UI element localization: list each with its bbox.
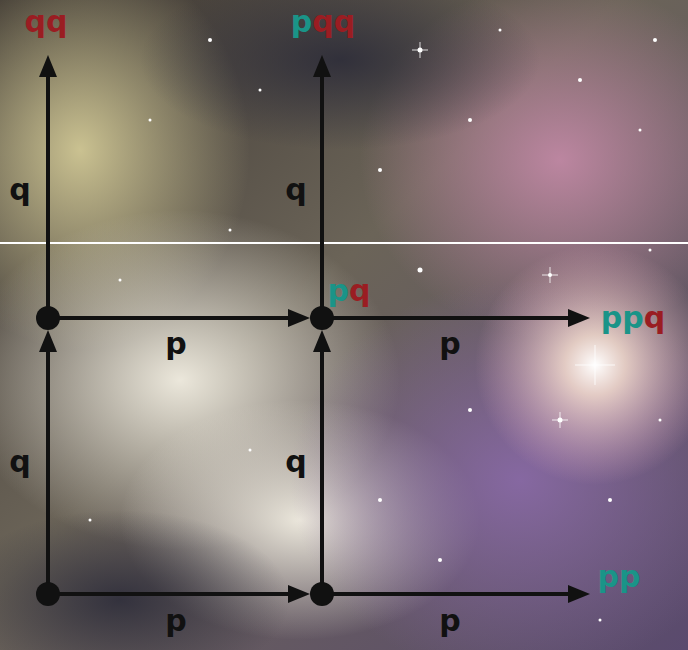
dark-cloud [140,0,540,150]
arrow-shaft [320,70,324,318]
arrow-shaft [46,70,50,318]
arrow-shaft [320,340,324,594]
word-label: pq [328,276,371,306]
letter: q [349,273,370,308]
arrow-head [288,585,310,603]
arrow-shaft [48,592,298,596]
arrow-head [313,330,331,352]
arrow-label: q [285,447,306,477]
arrow-label: q [9,175,30,205]
arrow-label: q [285,175,306,205]
grid-dot [36,306,60,330]
arrow-head [288,309,310,327]
letter: q [644,300,665,335]
arrow-shaft [46,340,50,594]
arrow-head [39,330,57,352]
divider-line [0,242,688,244]
arrow-head [39,55,57,77]
arrow-head [568,585,590,603]
arrow-head [313,55,331,77]
grid-dot [36,582,60,606]
arrow-label: q [9,447,30,477]
letter: p [291,4,312,39]
arrow-shaft [322,592,575,596]
letter: p [328,273,349,308]
arrow-head [568,309,590,327]
bright-star [475,245,688,485]
arrow-label: p [165,606,186,636]
star-field [89,29,662,622]
letter: p [619,559,640,594]
grid-dots [36,306,334,606]
word-label: pqq [291,7,355,37]
arrow-label: p [165,329,186,359]
letter: q [46,4,67,39]
grid-dot [310,582,334,606]
word-label: pp [598,562,641,592]
arrow-label: p [439,606,460,636]
grid-dot [310,306,334,330]
word-label: ppq [601,303,665,333]
dark-cloud [0,510,290,650]
word-label: qq [25,7,68,37]
arrow-shafts [48,70,575,594]
star-spikes [412,42,615,428]
letter: p [598,559,619,594]
arrow-shaft [48,316,298,320]
letter: q [25,4,46,39]
arrow-label: p [439,329,460,359]
letter: q [312,4,333,39]
letter: p [601,300,622,335]
letter: p [622,300,643,335]
letter: q [334,4,355,39]
arrow-heads [39,55,590,603]
arrow-shaft [322,316,575,320]
